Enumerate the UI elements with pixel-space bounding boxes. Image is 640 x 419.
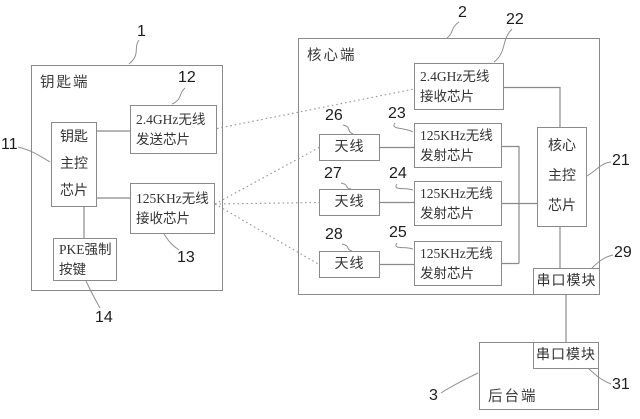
leader-ref-11 [17, 146, 51, 163]
leader-ref-2 [446, 21, 460, 39]
antenna-3-label: 天线 [334, 256, 365, 272]
ref-28: 28 [325, 226, 343, 243]
wireless-link-125khz-antenna3 [214, 203, 320, 265]
antenna-2-label: 天线 [334, 194, 365, 210]
key-mcu-block: 钥匙 主控 芯片 [51, 122, 97, 207]
ref-29: 29 [614, 244, 632, 261]
leader-ref-3 [440, 372, 479, 394]
core-tx-125khz-2-label: 125KHz无线 发射芯片 [420, 185, 493, 221]
core-tx-125khz-1-label: 125KHz无线 发射芯片 [420, 127, 493, 163]
leader-ref-27 [340, 182, 352, 190]
connector-rx24g-coremcu [504, 86, 561, 127]
key-mcu-label: 钥匙 主控 芯片 [60, 130, 88, 199]
wireless-link-24ghz [216, 88, 415, 130]
core-tx-125khz-3-label: 125KHz无线 发射芯片 [420, 245, 493, 281]
leader-ref-26 [342, 124, 354, 135]
core-tx-125khz-2-block: 125KHz无线 发射芯片 [414, 181, 502, 226]
ref-2: 2 [458, 4, 467, 21]
antenna-3-block: 天线 [319, 251, 380, 278]
ref-13: 13 [177, 249, 195, 266]
core-end-group: 核心端 [298, 38, 600, 295]
key-tx-24ghz-label: 2.4GHz无线 发送芯片 [136, 111, 206, 147]
core-rx-24ghz-label: 2.4GHz无线 接收芯片 [420, 68, 490, 104]
leader-ref-12 [171, 87, 186, 105]
ref-24: 24 [389, 165, 407, 182]
connector-tx125k1-bus [502, 145, 520, 264]
core-serial-block: 串口模块 [533, 268, 600, 295]
ref-1: 1 [137, 23, 146, 40]
ref-27: 27 [324, 165, 342, 182]
key-end-title: 钥匙端 [40, 75, 90, 91]
wireless-link-125khz-antenna2 [214, 201, 320, 205]
ref-14: 14 [95, 309, 113, 326]
ref-21: 21 [612, 152, 630, 169]
leader-ref-29 [591, 254, 614, 269]
core-mcu-label: 核心 主控 芯片 [548, 139, 576, 214]
backend-serial-block: 串口模块 [533, 342, 599, 369]
backend-title: 后台端 [488, 389, 538, 405]
ref-22: 22 [506, 11, 524, 28]
core-tx-125khz-1-block: 125KHz无线 发射芯片 [414, 123, 502, 168]
leader-ref-23 [393, 122, 414, 133]
ref-26: 26 [325, 107, 343, 124]
ref-25: 25 [389, 224, 407, 241]
leader-ref-25 [395, 242, 414, 250]
leader-ref-13 [163, 233, 180, 251]
antenna-1-label: 天线 [334, 139, 365, 155]
key-tx-24ghz-block: 2.4GHz无线 发送芯片 [130, 105, 217, 154]
antenna-1-block: 天线 [319, 134, 380, 161]
core-mcu-block: 核心 主控 芯片 [537, 127, 587, 227]
backend-serial-label: 串口模块 [536, 347, 596, 363]
wireless-link-125khz-antenna1 [214, 147, 320, 205]
core-end-title: 核心端 [307, 48, 357, 64]
antenna-2-block: 天线 [319, 189, 380, 216]
core-serial-label: 串口模块 [536, 273, 597, 289]
key-end-group: 钥匙端 [31, 65, 223, 291]
key-rx-125khz-label: 125KHz无线 接收芯片 [136, 190, 209, 226]
leader-ref-14 [85, 280, 101, 309]
pke-force-button-block: PKE强制 按键 [53, 238, 117, 281]
pke-force-button-label: PKE强制 按键 [59, 241, 112, 277]
key-rx-125khz-block: 125KHz无线 接收芯片 [130, 183, 215, 234]
leader-ref-22 [493, 28, 513, 63]
leader-ref-31 [588, 368, 612, 385]
leader-ref-24 [395, 183, 414, 191]
leader-ref-28 [341, 243, 353, 252]
core-rx-24ghz-block: 2.4GHz无线 接收芯片 [414, 63, 504, 110]
ref-31: 31 [612, 376, 630, 393]
ref-23: 23 [388, 105, 406, 122]
core-tx-125khz-3-block: 125KHz无线 发射芯片 [414, 241, 502, 286]
ref-3: 3 [429, 387, 438, 404]
leader-ref-1 [128, 39, 140, 65]
ref-11: 11 [1, 136, 18, 153]
ref-12: 12 [178, 69, 196, 86]
